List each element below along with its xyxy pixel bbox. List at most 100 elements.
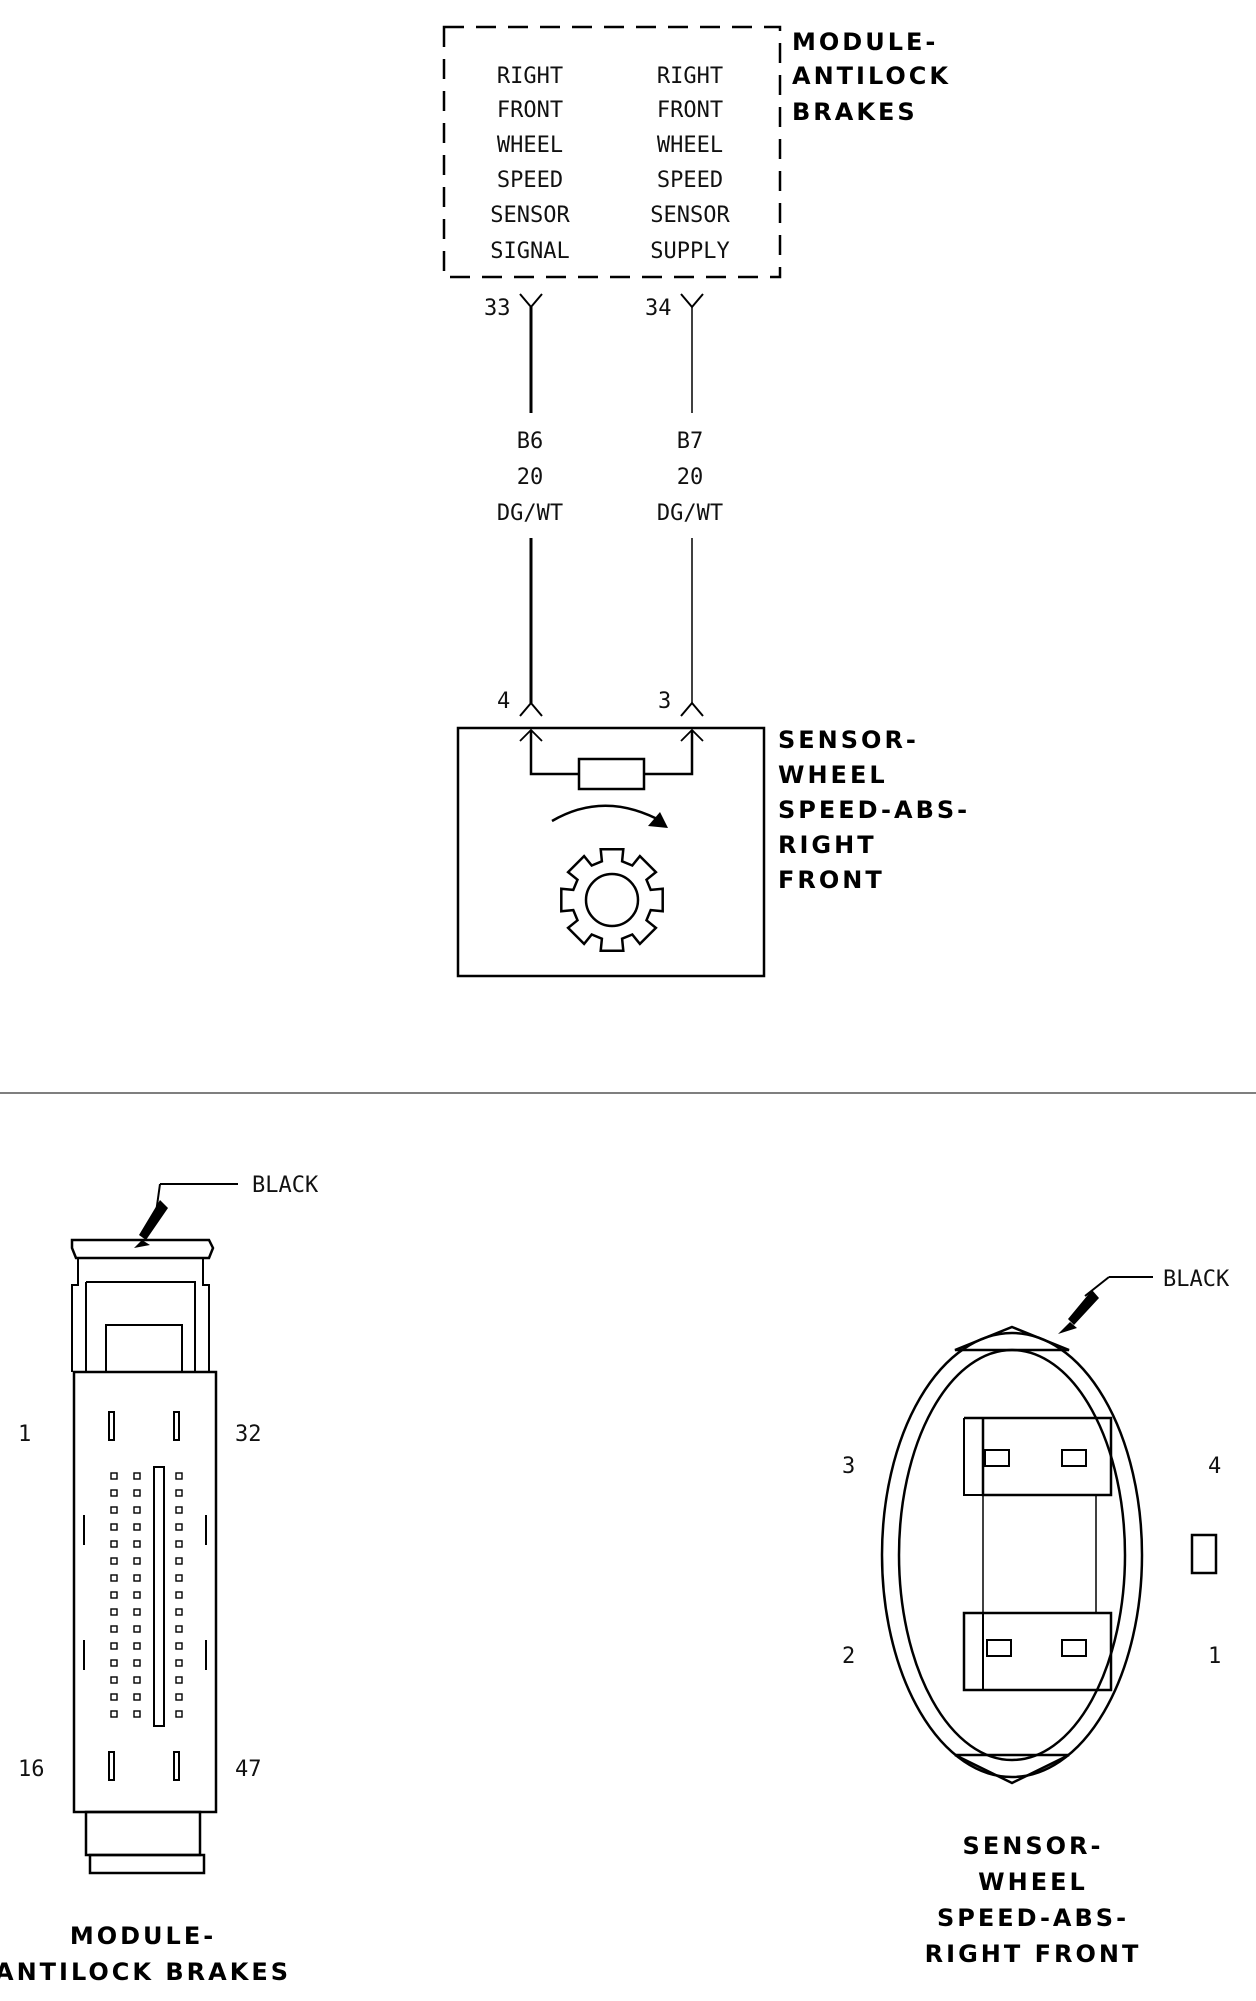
sensor-caption-line-3: SPEED-ABS- [937, 1904, 1129, 1932]
abs-pin-cavity [175, 1693, 183, 1701]
module-pin-signal-connector-icon [519, 293, 543, 309]
abs-module-connector: BLACK 1 32 16 47 MODULE- ANTILOCK BRAKES [0, 1173, 319, 1986]
abs-pin-cavity [175, 1506, 183, 1514]
abs-pin-cavity [175, 1557, 183, 1565]
sensor-connector-pin-3: 3 [842, 1454, 855, 1479]
abs-pin-cavity [110, 1489, 118, 1497]
rotation-arrow-icon [551, 804, 664, 824]
abs-pin-cavity [133, 1557, 141, 1565]
sensor-connector-pin-1: 1 [1208, 1644, 1221, 1669]
module-supply-label: RIGHT FRONT WHEEL SPEED SENSOR SUPPLY [650, 64, 730, 264]
module-pin-supply-connector-icon [680, 293, 704, 309]
abs-pin-cavity [133, 1676, 141, 1684]
sensor-connector: BLACK 3 4 2 1 SENSOR- WHEEL SPEED-ABS- R… [842, 1267, 1230, 1968]
sensor-connector-pointer-arrow-icon [1058, 1290, 1099, 1334]
abs-pin-cavity [175, 1676, 183, 1684]
abs-pin-cavity [133, 1540, 141, 1548]
abs-caption-line-2: ANTILOCK BRAKES [0, 1958, 291, 1986]
rotation-arrowhead-icon [648, 812, 668, 828]
signal-label-line-2: FRONT [497, 98, 563, 123]
sensor-title-line-5: FRONT [778, 866, 885, 894]
supply-label-line-2: FRONT [657, 98, 723, 123]
abs-pin-cavity [110, 1591, 118, 1599]
supply-label-line-6: SUPPLY [650, 239, 729, 264]
supply-label-line-3: WHEEL [657, 133, 723, 158]
wire-b6-color: DG/WT [497, 501, 563, 526]
supply-label-line-4: SPEED [657, 168, 723, 193]
abs-pin-label-top-left: 1 [18, 1422, 31, 1447]
abs-pin-cavity [110, 1659, 118, 1667]
wire-b6-circuit: B6 [517, 429, 544, 454]
sensor-connector-color-label: BLACK [1163, 1267, 1230, 1292]
wire-b7-circuit: B7 [677, 429, 704, 454]
abs-pin-cavity [175, 1608, 183, 1616]
sensor-pin-supply: 3 [658, 689, 671, 714]
sensor-pin-signal: 4 [497, 689, 510, 714]
abs-pin-cavity [175, 1472, 183, 1480]
sensor-title-line-3: SPEED-ABS- [778, 796, 970, 824]
sensor-connector-pin-2: 2 [842, 1644, 855, 1669]
module-title-line-2: ANTILOCK [792, 62, 951, 90]
abs-pin-cavity [133, 1693, 141, 1701]
sensor-pin-supply-connector-icon [680, 701, 704, 717]
sensor-caption-line-4: RIGHT FRONT [925, 1940, 1142, 1968]
abs-pin-cavity [133, 1574, 141, 1582]
gear-icon [560, 848, 664, 952]
supply-label-line-1: RIGHT [657, 64, 723, 89]
abs-pin-cavity [110, 1540, 118, 1548]
module-signal-label: RIGHT FRONT WHEEL SPEED SENSOR SIGNAL [490, 64, 570, 264]
supply-label-line-5: SENSOR [650, 203, 730, 228]
abs-pin-label-top-right: 32 [235, 1422, 262, 1447]
sensor-internal-circuit [529, 730, 694, 776]
module-title: MODULE- ANTILOCK BRAKES [792, 28, 951, 126]
abs-pin-cavity [175, 1642, 183, 1650]
module-title-line-3: BRAKES [792, 98, 918, 126]
signal-label-line-1: RIGHT [497, 64, 563, 89]
abs-pin-cavity [175, 1574, 183, 1582]
abs-pin-cavity [175, 1489, 183, 1497]
wire-b7-label: B7 20 DG/WT [657, 429, 723, 526]
sensor-title-line-4: RIGHT [778, 831, 877, 859]
abs-pin-cavity [133, 1625, 141, 1633]
sensor-box [456, 726, 766, 978]
sensor-pin-signal-connector-icon [519, 701, 543, 717]
abs-pin-cavity [133, 1608, 141, 1616]
wire-b6-gauge: 20 [517, 465, 544, 490]
abs-connector-color-label: BLACK [252, 1173, 319, 1198]
abs-pin-cavity [110, 1608, 118, 1616]
sensor-title: SENSOR- WHEEL SPEED-ABS- RIGHT FRONT [778, 726, 970, 894]
signal-label-line-4: SPEED [497, 168, 563, 193]
abs-pin-cavity [175, 1540, 183, 1548]
abs-connector-pin-cavities [110, 1472, 183, 1718]
abs-pin-label-bottom-right: 47 [235, 1757, 262, 1782]
signal-label-line-6: SIGNAL [490, 239, 569, 264]
module-pin-signal: 33 [484, 296, 511, 321]
abs-pin-cavity [133, 1659, 141, 1667]
abs-pin-cavity [133, 1489, 141, 1497]
abs-pin-cavity [133, 1710, 141, 1718]
abs-pin-cavity [133, 1506, 141, 1514]
wire-b6-label: B6 20 DG/WT [497, 429, 563, 526]
abs-pin-cavity [110, 1574, 118, 1582]
abs-caption-line-1: MODULE- [70, 1922, 216, 1950]
abs-pin-cavity [175, 1523, 183, 1531]
resistor-icon [577, 757, 646, 791]
sensor-caption-line-2: WHEEL [978, 1868, 1088, 1896]
abs-pin-cavity [133, 1591, 141, 1599]
module-pin-supply: 34 [645, 296, 672, 321]
abs-connector-pointer-arrow-icon [134, 1200, 168, 1248]
abs-pin-cavity [110, 1625, 118, 1633]
abs-pin-cavity [175, 1591, 183, 1599]
sensor-connector-pin-4: 4 [1208, 1454, 1221, 1479]
sensor-title-line-2: WHEEL [778, 761, 888, 789]
abs-pin-cavity [110, 1472, 118, 1480]
abs-pin-cavity [110, 1506, 118, 1514]
abs-pin-cavity [133, 1472, 141, 1480]
signal-label-line-3: WHEEL [497, 133, 563, 158]
abs-pin-cavity [110, 1693, 118, 1701]
abs-pin-cavity [110, 1557, 118, 1565]
abs-pin-cavity [133, 1642, 141, 1650]
abs-pin-label-bottom-left: 16 [18, 1757, 45, 1782]
abs-pin-cavity [110, 1710, 118, 1718]
